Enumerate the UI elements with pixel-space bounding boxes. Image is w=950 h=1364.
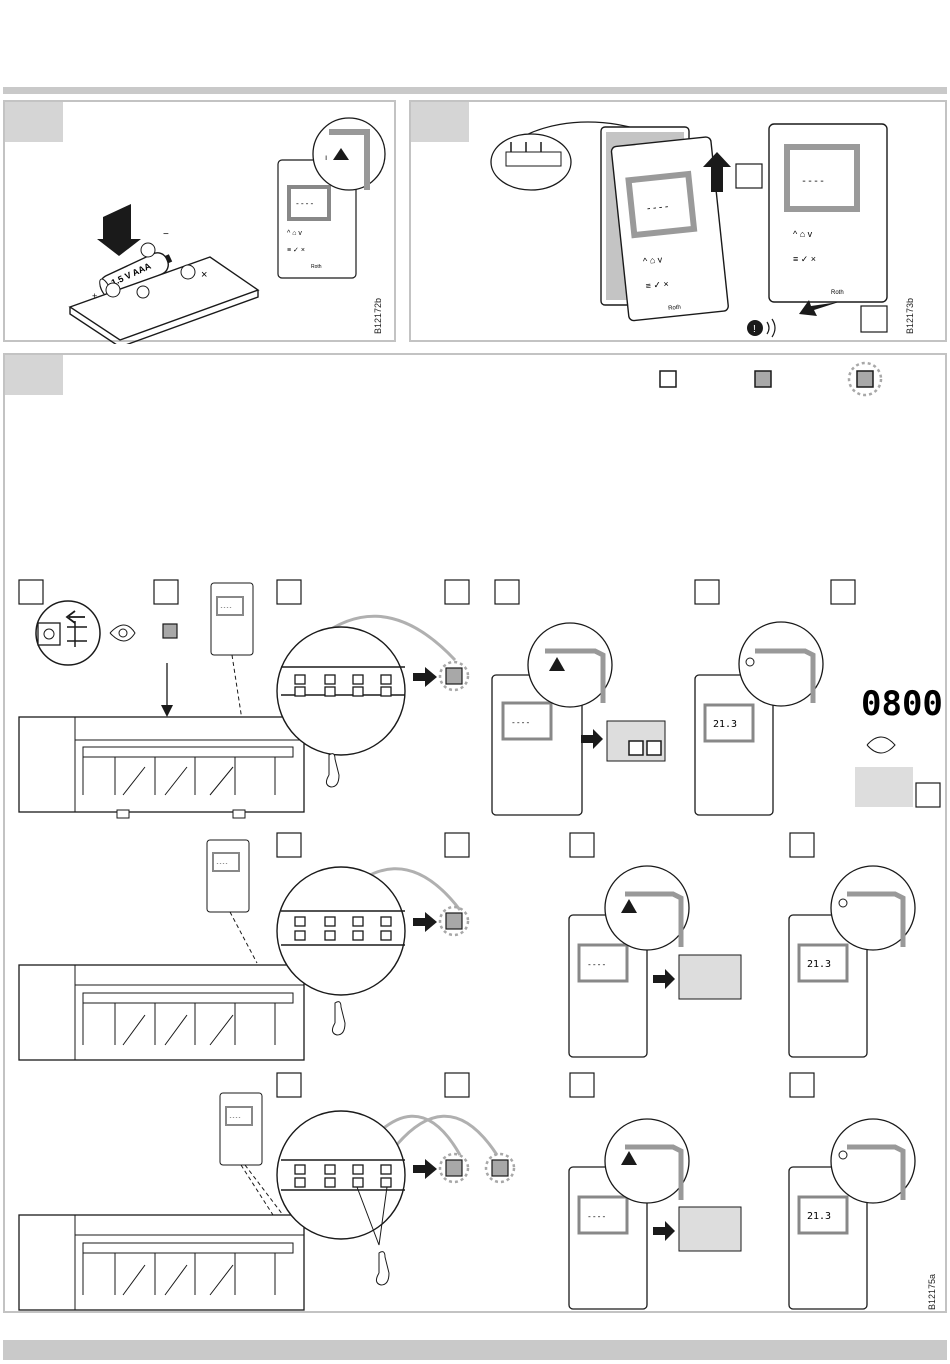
bottom-rule bbox=[3, 1340, 947, 1360]
thermo-dashes-r1: ---- bbox=[511, 718, 530, 727]
small-thermo-dashes-3: ---- bbox=[229, 1115, 241, 1121]
thermostat-warning-1: ---- bbox=[492, 623, 665, 815]
small-thermo-dashes-2: ---- bbox=[216, 861, 228, 867]
thermo-temp-r2: 21.3 bbox=[807, 959, 831, 970]
svg-text:!: ! bbox=[753, 324, 756, 335]
finger-press-icon bbox=[326, 754, 339, 787]
figure-code-2: B12173b bbox=[905, 298, 915, 334]
thermo-dashes-r3: ---- bbox=[587, 1212, 606, 1221]
led-magnifier-3 bbox=[277, 1111, 514, 1285]
panel1-display-dashes: ---- bbox=[295, 199, 314, 208]
svg-text:≡ ✓ ×: ≡ ✓ × bbox=[793, 254, 816, 264]
eye-icon bbox=[110, 625, 135, 641]
thermo-temp-r1: 21.3 bbox=[713, 719, 737, 730]
base-unit-1 bbox=[19, 717, 304, 818]
figure-code-1: B12172b bbox=[373, 298, 383, 334]
figure-code-3: B12175a bbox=[927, 1274, 937, 1310]
svg-text:^ ⌂ v: ^ ⌂ v bbox=[643, 254, 664, 266]
svg-text:^ ⌂ v: ^ ⌂ v bbox=[793, 229, 813, 239]
thermo-temp-r3: 21.3 bbox=[807, 1211, 831, 1222]
thermostat-warning-3: ---- bbox=[569, 1119, 741, 1309]
top-rule bbox=[3, 87, 947, 94]
panel-mount-front: ---- ^ ⌂ v ≡ ✓ × Roth ---- ^ ⌂ v ≡ ✓ × R… bbox=[409, 100, 947, 342]
panel-pairing: ---- bbox=[3, 353, 947, 1313]
battery-insert-illustration: 1.5 V AAA 1.5 V AAA − + + − × ---- ^ ⌂ v… bbox=[5, 102, 398, 344]
svg-text:×: × bbox=[201, 269, 207, 281]
wall-mount-illustration: ---- ^ ⌂ v ≡ ✓ × Roth ---- ^ ⌂ v ≡ ✓ × R… bbox=[411, 102, 949, 344]
base-unit-2 bbox=[19, 965, 304, 1060]
base-unit-3 bbox=[19, 1215, 304, 1310]
clock-readout: 0800 bbox=[861, 684, 943, 724]
thermostat-warning-2: ---- bbox=[569, 866, 741, 1057]
thermo-dashes-r2: ---- bbox=[587, 960, 606, 969]
small-thermo-dashes-1: ---- bbox=[220, 605, 232, 611]
svg-text:≡ ✓ ×: ≡ ✓ × bbox=[287, 247, 305, 254]
panel-insert-batteries: 1.5 V AAA 1.5 V AAA − + + − × ---- ^ ⌂ v… bbox=[3, 100, 396, 342]
thermostat-temp-3: 21.3 bbox=[789, 1119, 915, 1309]
led-legend bbox=[660, 363, 881, 395]
battery-minus-1: − bbox=[163, 229, 169, 240]
led-magnifier-1 bbox=[277, 616, 468, 787]
thermostat-temp-1: 21.3 bbox=[695, 622, 823, 815]
panel1-brand: Roth bbox=[311, 264, 322, 270]
svg-text:^ ⌂ v: ^ ⌂ v bbox=[287, 230, 302, 237]
thermostat-temp-2: 21.3 bbox=[789, 866, 915, 1057]
attention-sound-icon: ! bbox=[747, 319, 775, 337]
panel2-brand-2: Roth bbox=[831, 290, 844, 296]
plug-icon bbox=[36, 601, 100, 665]
led-magnifier-2 bbox=[277, 867, 468, 1035]
panel2-display-dashes-2: ---- bbox=[801, 176, 825, 187]
svg-text:ı: ı bbox=[325, 153, 327, 162]
pairing-illustration: ---- bbox=[5, 355, 949, 1315]
